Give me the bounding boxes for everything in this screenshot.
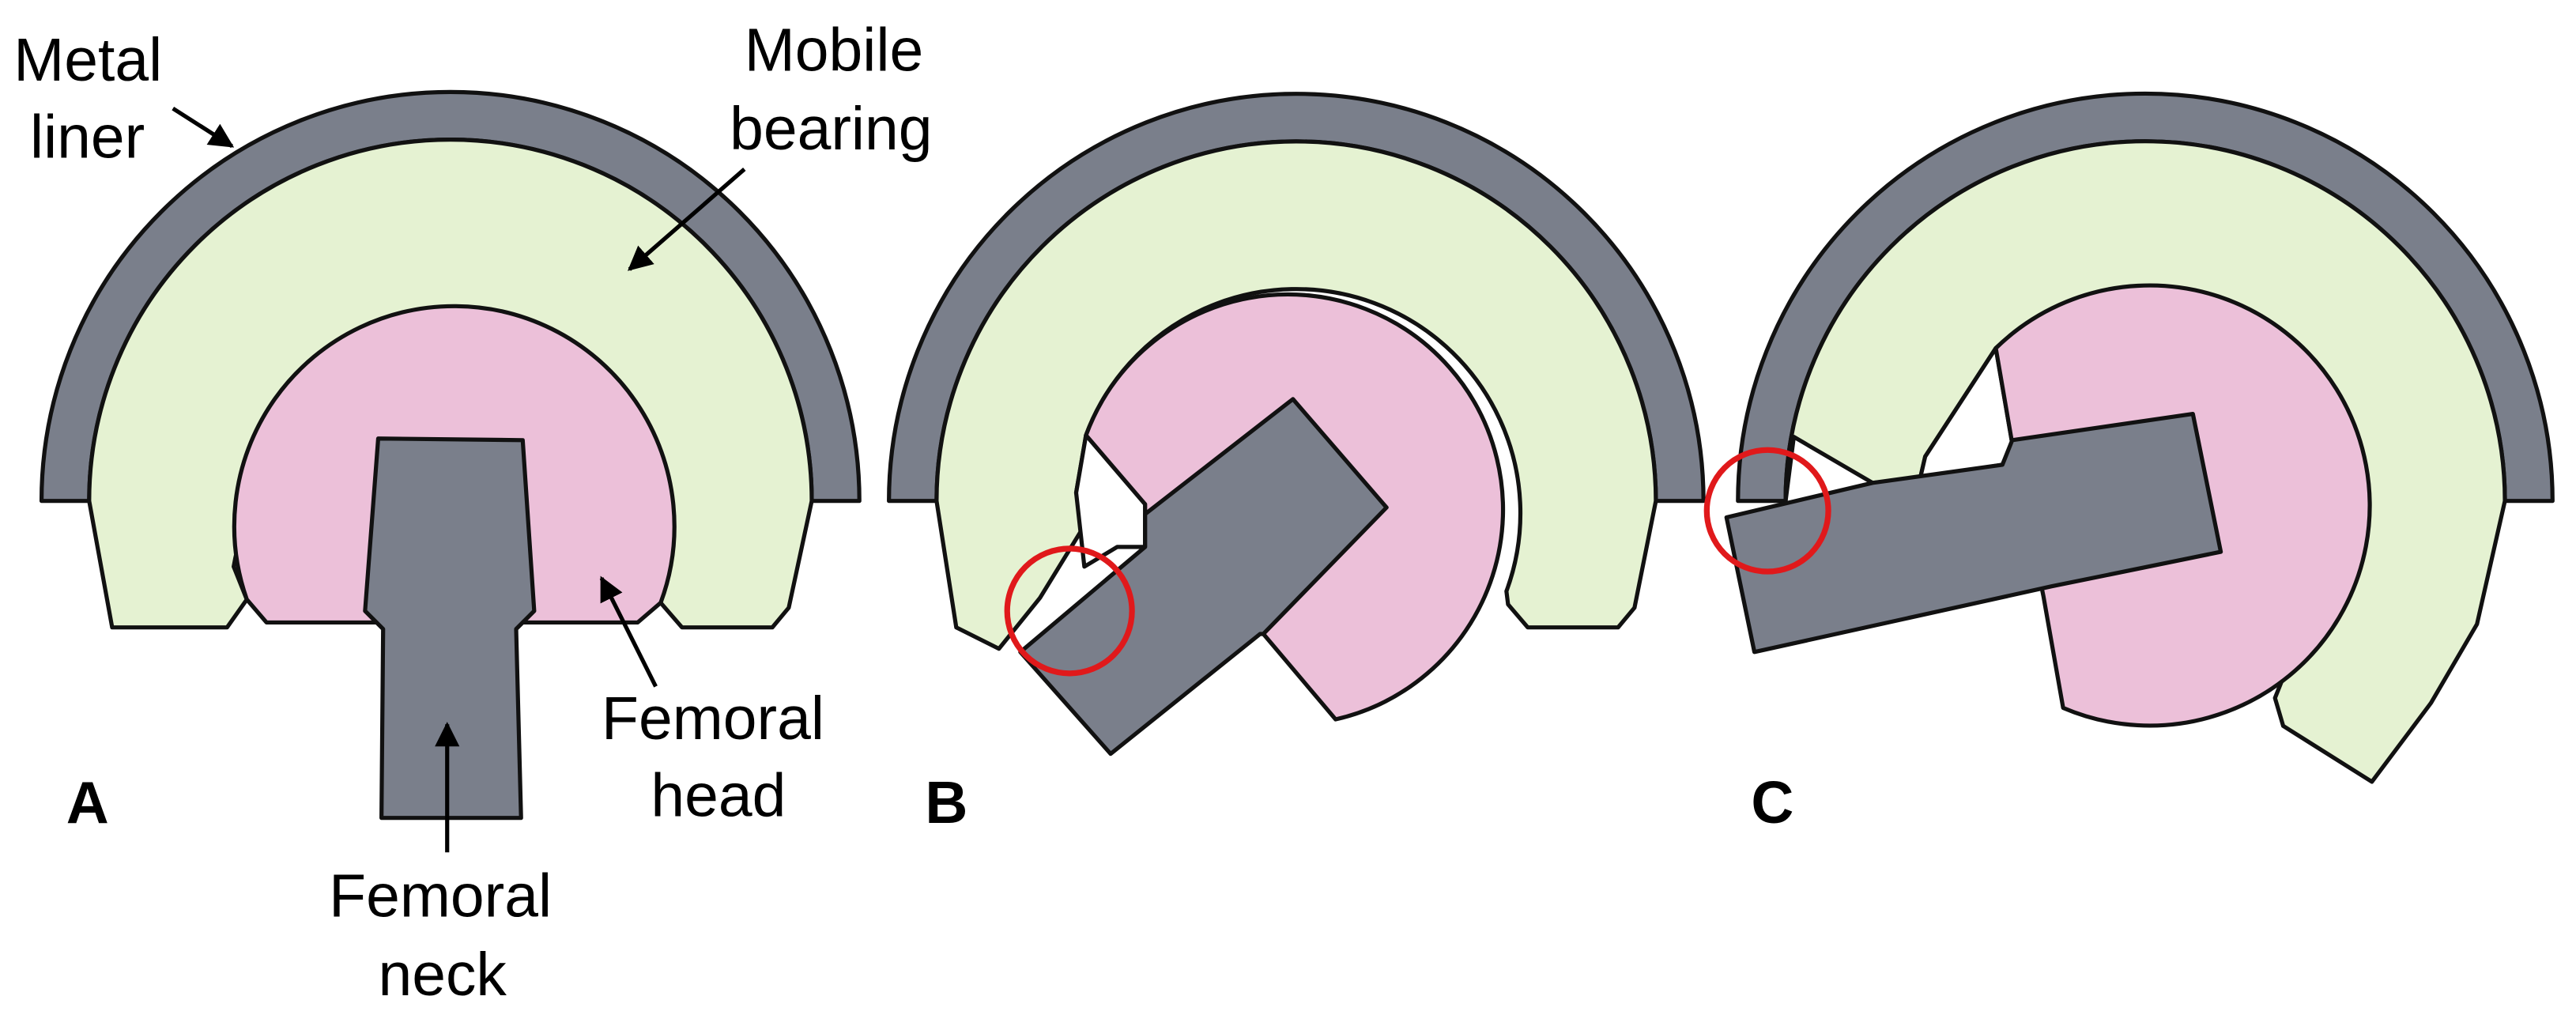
femoral-neck-c	[1724, 411, 2223, 655]
panel-label-c: C	[1751, 769, 1793, 836]
arrow-femoral-head	[599, 575, 658, 688]
arrow-mobile-bearing	[628, 168, 746, 271]
femoral-neck-a	[363, 436, 537, 821]
panel-label-b: B	[925, 769, 967, 836]
femoral-neck-b	[1018, 397, 1389, 757]
panel-a: Metal liner Mobile bearing Femoral head …	[13, 0, 958, 1009]
panel-c: C	[1703, 91, 2555, 836]
impingement-highlight-c	[1703, 447, 1831, 575]
arrow-metal-liner	[172, 106, 235, 149]
panel-b: B	[887, 91, 1706, 836]
label-metal-liner: Metal liner	[13, 0, 197, 171]
panel-label-a: A	[66, 769, 109, 836]
label-femoral-head: Femoral head	[602, 627, 859, 830]
label-mobile-bearing: Mobile bearing	[730, 0, 958, 163]
mobile-bearing-b	[934, 139, 1658, 651]
label-femoral-neck: Femoral neck	[329, 804, 586, 1009]
impingement-highlight-b	[1004, 545, 1135, 677]
